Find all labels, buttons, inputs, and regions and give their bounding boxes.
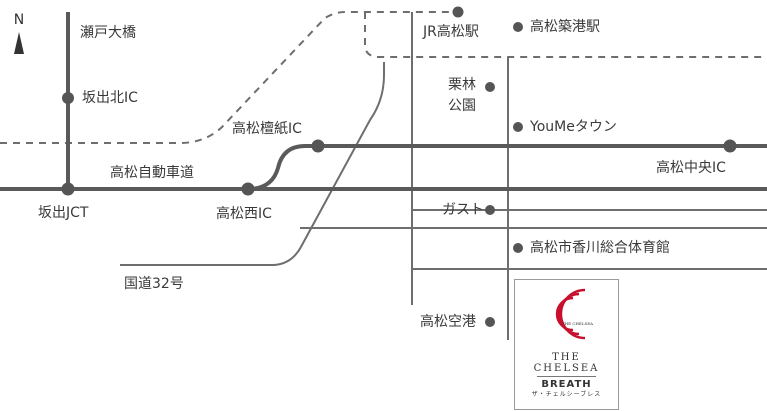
railway-main: [0, 11, 458, 144]
logo-line-breath: BREATH: [541, 379, 592, 390]
label-airport: 高松空港: [420, 314, 476, 330]
youme-town-dot: [513, 122, 523, 132]
label-takamatsu-chuo-ic: 高松中央IC: [656, 160, 726, 176]
railway-branch: [364, 12, 767, 58]
sports-hall-dot: [513, 243, 523, 253]
takamatsu-chikko-dot: [513, 22, 523, 32]
sakaide-jct-dot: [61, 182, 75, 196]
label-ritsurin-1: 栗林: [448, 77, 476, 93]
north-arrow-icon: N: [10, 12, 28, 54]
logo-line-katakana: ザ・チェルシーブレス: [531, 391, 602, 398]
label-seto-ohashi: 瀬戸大橋: [80, 25, 136, 41]
label-takamatsu-danshi-ic: 高松檀紙IC: [232, 121, 302, 137]
label-youme-town: YouMeタウン: [530, 119, 617, 135]
takamatsu-danshi-branch: [247, 144, 767, 191]
label-route32: 国道32号: [124, 276, 184, 292]
north-arrow-shape: [14, 32, 24, 54]
markers: [61, 6, 737, 327]
route32-road: [120, 62, 385, 266]
label-jr-takamatsu: JR高松駅: [423, 24, 479, 40]
railway-lines: [0, 11, 767, 144]
label-takamatsu-expressway: 高松自動車道: [110, 165, 194, 181]
jr-takamatsu-dot: [452, 6, 464, 18]
label-sports-hall: 高松市香川総合体育館: [530, 240, 670, 256]
ritsurin-dot: [485, 82, 495, 92]
label-takamatsu-chikko: 高松築港駅: [530, 19, 600, 35]
label-takamatsu-nishi-ic: 高松西IC: [216, 206, 272, 222]
logo-divider: [537, 376, 596, 377]
logo-ring-text: THE CHELSEA: [562, 321, 594, 326]
label-ritsurin-2: 公園: [448, 98, 476, 114]
airport-dot: [485, 317, 495, 327]
local-roads: [120, 12, 767, 340]
takamatsu-danshi-ic-dot: [311, 139, 325, 153]
takamatsu-chuo-ic-dot: [723, 139, 737, 153]
logo-rings-icon: [555, 288, 586, 340]
label-sakaide-kita-ic: 坂出北IC: [82, 90, 138, 106]
logo-line-the: THE: [552, 352, 581, 363]
gusto-dot: [485, 205, 495, 215]
sakaide-kita-ic-dot: [62, 92, 74, 104]
label-gusto: ガスト: [442, 202, 484, 218]
logo-line-chelsea: CHELSEA: [533, 363, 600, 374]
chelsea-breath-logo: THE CHELSEA THE CHELSEA BREATH ザ・チェルシーブレ…: [514, 279, 619, 410]
north-letter: N: [13, 12, 25, 28]
takamatsu-nishi-ic-dot: [241, 182, 255, 196]
label-sakaide-jct: 坂出JCT: [38, 205, 89, 221]
